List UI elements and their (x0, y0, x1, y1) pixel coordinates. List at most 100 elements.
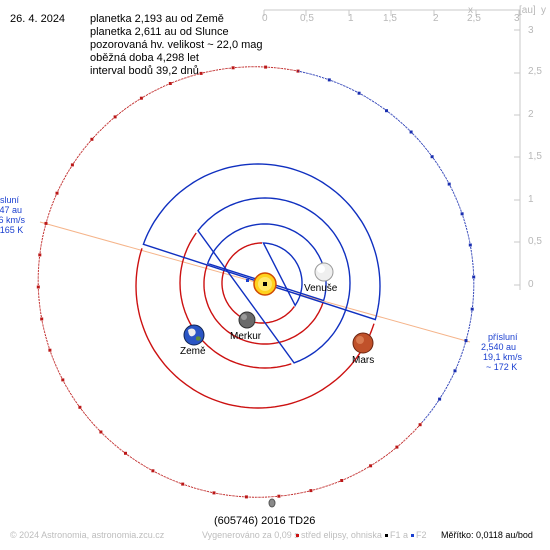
asteroid-orbit-segment (105, 122, 109, 126)
perihelion-temperature: ~ 172 K (486, 362, 518, 372)
venus-orbit-south (203, 265, 324, 345)
asteroid-orbit-segment (317, 487, 321, 490)
asteroid-orbit-segment (347, 476, 351, 479)
asteroid-orbit-segment (43, 226, 46, 230)
asteroid-orbit-segment (188, 75, 192, 78)
asteroid-orbit-segment (359, 470, 363, 473)
asteroid-orbit-segment (170, 81, 174, 84)
asteroid-orbit-segment (210, 70, 214, 72)
x-axis-letter: x (468, 5, 473, 16)
asteroid-orbit-segment (83, 412, 87, 416)
asteroid-orbit-segment (132, 101, 137, 104)
asteroid-orbit-segment (447, 382, 450, 386)
asteroid-orbit-segment (442, 390, 446, 394)
asteroid-orbit-segment (425, 148, 429, 152)
asteroid-orbit-segment (462, 216, 465, 221)
asteroid-orbit-segment (50, 353, 53, 357)
asteroid-orbit-segment (167, 477, 171, 480)
asteroid-orbit-segment (216, 69, 221, 71)
asteroid-orbit-segment (122, 450, 126, 454)
scale-text: Měřítko: 0,0118 au/bod (441, 530, 533, 540)
asteroid-orbit-segment (98, 429, 102, 433)
asteroid-orbit-segment (406, 435, 410, 439)
asteroid-orbit-segment (335, 481, 339, 484)
asteroid-orbit-segment (127, 104, 131, 108)
asteroid-orbit-segment (458, 204, 461, 208)
asteroid-orbit-segment (155, 471, 159, 475)
asteroid-orbit-segment (223, 494, 227, 496)
asteroid-orbit-segment (457, 361, 460, 366)
axes (263, 9, 521, 290)
asteroid-orbit-segment (96, 426, 100, 431)
asteroid-orbit-segment (291, 493, 296, 495)
asteroid-orbit-segment (40, 315, 43, 320)
mercury-orbit-south (221, 242, 295, 324)
asteroid-orbit-segment (46, 217, 49, 221)
asteroid-icon (268, 498, 276, 508)
asteroid-orbit-segment (213, 69, 218, 72)
asteroid-orbit-segment (207, 491, 211, 493)
asteroid-orbit-segment (63, 382, 67, 386)
aphelion-velocity-text: 17,6 km/s (0, 215, 26, 225)
asteroid-orbit-segment (100, 127, 104, 131)
mars-orbit-north (142, 163, 381, 321)
asteroid-orbit-segment (161, 474, 165, 478)
x-tick-label: 1,5 (383, 13, 397, 24)
asteroid-orbit-segment (323, 485, 327, 488)
asteroid-orbit-segment (127, 454, 131, 458)
asteroid-orbit-segment (341, 84, 345, 87)
asteroid-orbit-segment (367, 97, 371, 101)
asteroid-orbit-segment (112, 442, 116, 446)
asteroid-orbit-segment (429, 409, 433, 413)
asteroid-orbit-segment (42, 325, 45, 329)
asteroid-orbit-segment (119, 110, 124, 114)
x-tick-label: 3 (514, 13, 520, 24)
asteroid-orbit-segment (56, 190, 59, 194)
asteroid-orbit (36, 65, 476, 499)
info-distance-earth: planetka 2,193 au od Země (90, 13, 224, 25)
mars-label: Mars (352, 355, 375, 366)
asteroid-orbit-segment (467, 235, 470, 239)
asteroid-orbit-segment (358, 92, 363, 96)
asteroid-orbit-segment (40, 242, 43, 246)
asteroid-orbit-segment (464, 222, 467, 227)
asteroid-orbit-segment (465, 225, 468, 230)
asteroid-orbit-segment (403, 438, 407, 442)
asteroid-orbit-segment (107, 120, 111, 124)
asteroid-orbit-segment (470, 248, 472, 252)
asteroid-orbit-segment (445, 384, 449, 389)
asteroid-orbit-segment (56, 368, 59, 372)
asteroid-orbit-segment (453, 192, 456, 196)
asteroid-orbit-segment (344, 85, 348, 88)
asteroid-orbit-segment (431, 156, 435, 160)
asteroid-orbit-segment (319, 76, 324, 79)
asteroid-orbit-segment (410, 131, 414, 135)
y-tick-label: 3 (528, 25, 534, 36)
asteroid-orbit-segment (285, 68, 289, 70)
asteroid-orbit-segment (370, 99, 374, 102)
asteroid-orbit-segment (207, 70, 211, 73)
asteroid-orbit-segment (138, 462, 142, 465)
legend-center-marker (296, 534, 299, 538)
sun-icon (253, 272, 277, 296)
asteroid-orbit-segment (75, 156, 79, 160)
x-tick-label: 1 (348, 13, 354, 24)
asteroid-orbit-segment (194, 73, 199, 76)
asteroid-orbit-segment (298, 492, 302, 494)
asteroid-orbit-segment (173, 80, 177, 83)
asteroid-orbit-segment (361, 468, 366, 472)
asteroid-orbit-point (61, 378, 65, 382)
asteroid-orbit-segment (77, 154, 81, 158)
asteroid-orbit-segment (469, 318, 472, 322)
asteroid-orbit-segment (467, 331, 469, 335)
asteroid-orbit-segment (79, 151, 83, 155)
asteroid-orbit-segment (353, 473, 357, 476)
venus-icon (314, 262, 334, 282)
asteroid-orbit-segment (200, 72, 205, 74)
asteroid-orbit-segment (39, 309, 42, 313)
asteroid-orbit-point (464, 339, 468, 343)
asteroid-orbit-segment (149, 468, 154, 472)
asteroid-orbit-segment (350, 88, 354, 91)
asteroid-orbit-segment (210, 491, 215, 494)
